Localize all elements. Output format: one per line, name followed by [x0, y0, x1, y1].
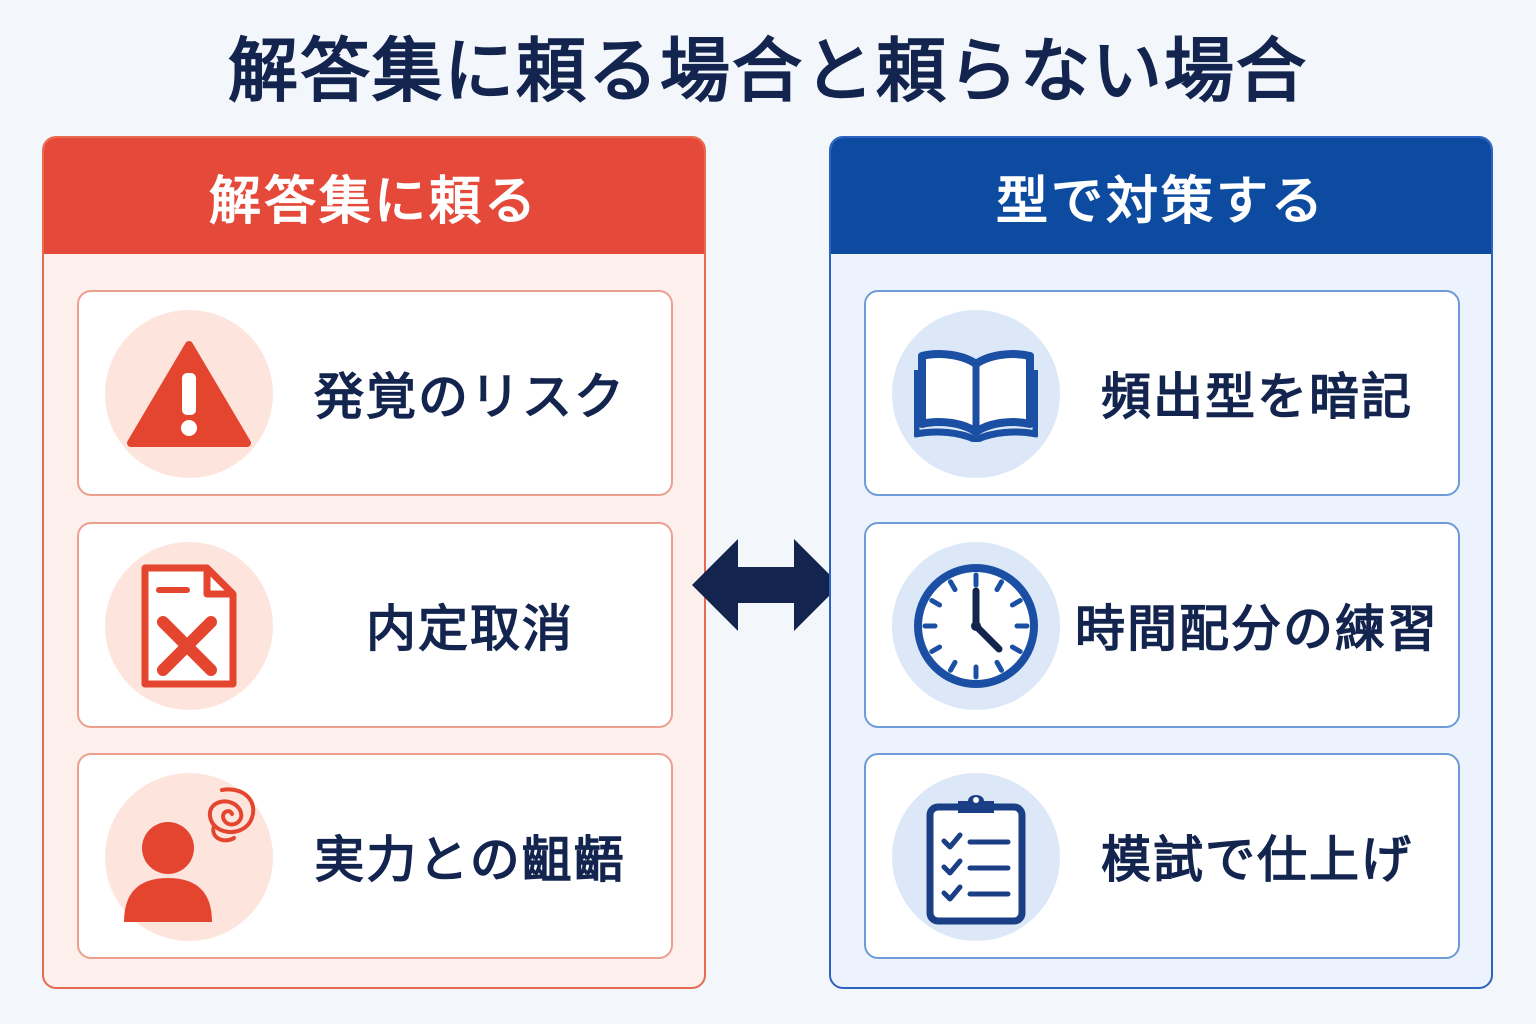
confused-person-icon: [105, 773, 273, 941]
right-card-label: 頻出型を暗記: [1101, 368, 1413, 426]
left-panel: 解答集に頼る 発覚のリスク 内定取消: [42, 136, 706, 989]
right-card-label: 時間配分の練習: [1075, 600, 1439, 658]
warning-triangle-icon: [105, 310, 273, 478]
left-card-offer: 内定取消: [77, 522, 673, 728]
clock-icon: [892, 542, 1060, 710]
left-card-risk: 発覚のリスク: [77, 290, 673, 496]
page-title: 解答集に頼る場合と頼らない場合: [228, 30, 1308, 112]
right-card-memorize: 頻出型を暗記: [864, 290, 1460, 496]
double-arrow-icon: [690, 537, 842, 633]
open-book-icon: [892, 310, 1060, 478]
left-card-label: 実力との齟齬: [314, 831, 626, 889]
right-card-label: 模試で仕上げ: [1101, 831, 1413, 889]
left-panel-heading: 解答集に頼る: [44, 138, 704, 254]
left-card-gap: 実力との齟齬: [77, 753, 673, 959]
right-panel-heading: 型で対策する: [831, 138, 1491, 254]
left-card-label: 内定取消: [366, 600, 574, 658]
left-card-label: 発覚のリスク: [314, 368, 626, 426]
right-card-mock: 模試で仕上げ: [864, 753, 1460, 959]
right-card-timing: 時間配分の練習: [864, 522, 1460, 728]
clipboard-checklist-icon: [892, 773, 1060, 941]
right-panel: 型で対策する 頻出型を暗記: [829, 136, 1493, 989]
document-x-icon: [105, 542, 273, 710]
